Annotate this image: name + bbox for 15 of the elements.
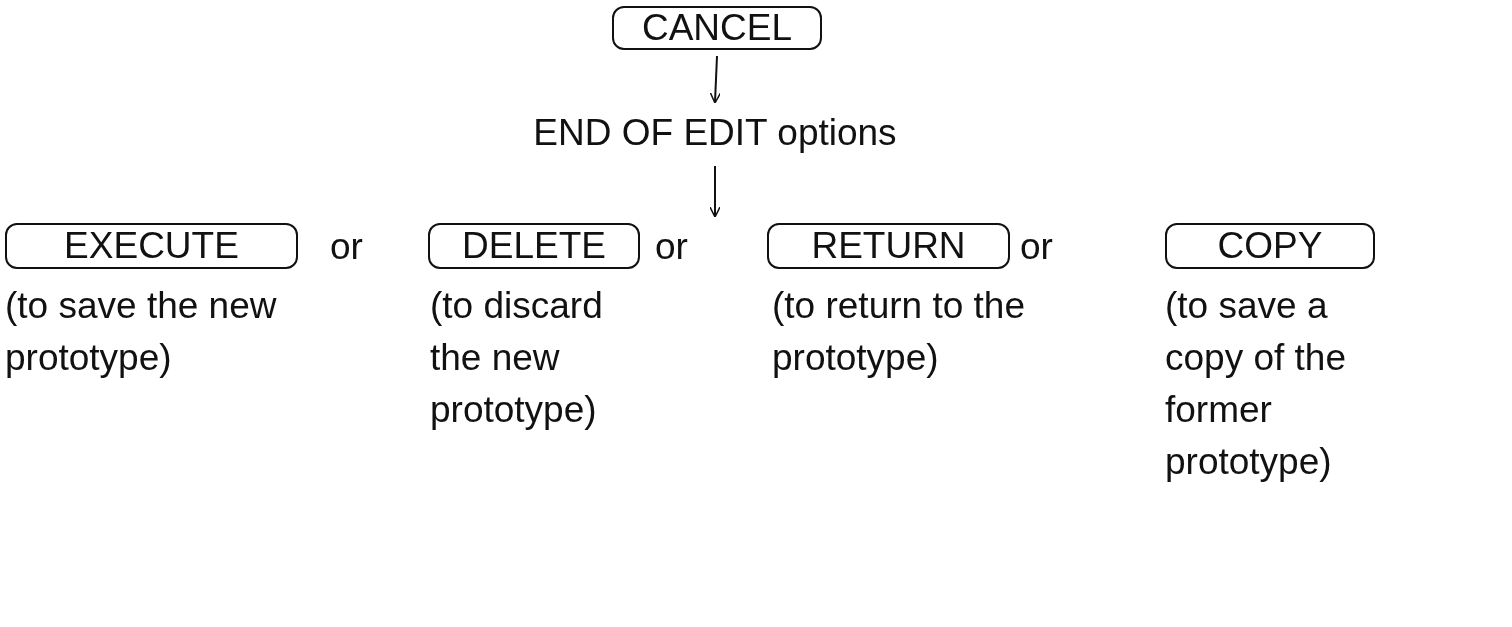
- key-button: RETURN: [767, 223, 1010, 269]
- key-button: CANCEL: [612, 6, 822, 50]
- key-button: DELETE: [428, 223, 640, 269]
- arrow: [709, 55, 722, 104]
- arrow: [709, 165, 721, 218]
- connector-word: or: [1020, 226, 1053, 268]
- key-button: EXECUTE: [5, 223, 298, 269]
- description-text: (to return to the prototype): [772, 284, 1026, 380]
- menu-heading: END OF EDIT options: [500, 106, 930, 160]
- key-button: COPY: [1165, 223, 1375, 269]
- description-text: (to discard the new prototype): [430, 284, 604, 432]
- description-text: (to save a copy of the former prototype): [1165, 284, 1347, 484]
- description-text: (to save the new prototype): [5, 284, 278, 380]
- connector-word: or: [330, 226, 363, 268]
- connector-word: or: [655, 226, 688, 268]
